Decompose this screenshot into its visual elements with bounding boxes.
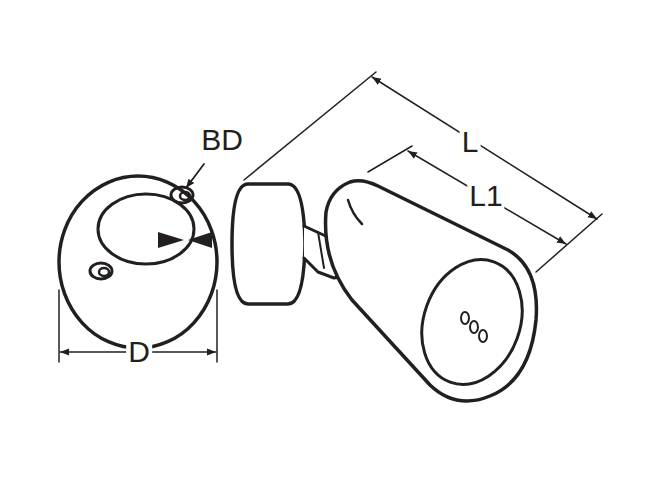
base-plate	[59, 176, 217, 348]
leader-line	[186, 164, 204, 188]
mount-disc	[232, 184, 305, 304]
dimension-label: BD	[199, 125, 245, 155]
dimension-label: L1	[467, 181, 504, 211]
dimension-label: D	[126, 337, 152, 367]
dimension-l1	[368, 146, 566, 244]
dimension-l	[244, 72, 602, 272]
hole-arrows	[158, 232, 212, 248]
lamp-head	[326, 181, 539, 401]
dimension-label: L	[460, 127, 481, 157]
